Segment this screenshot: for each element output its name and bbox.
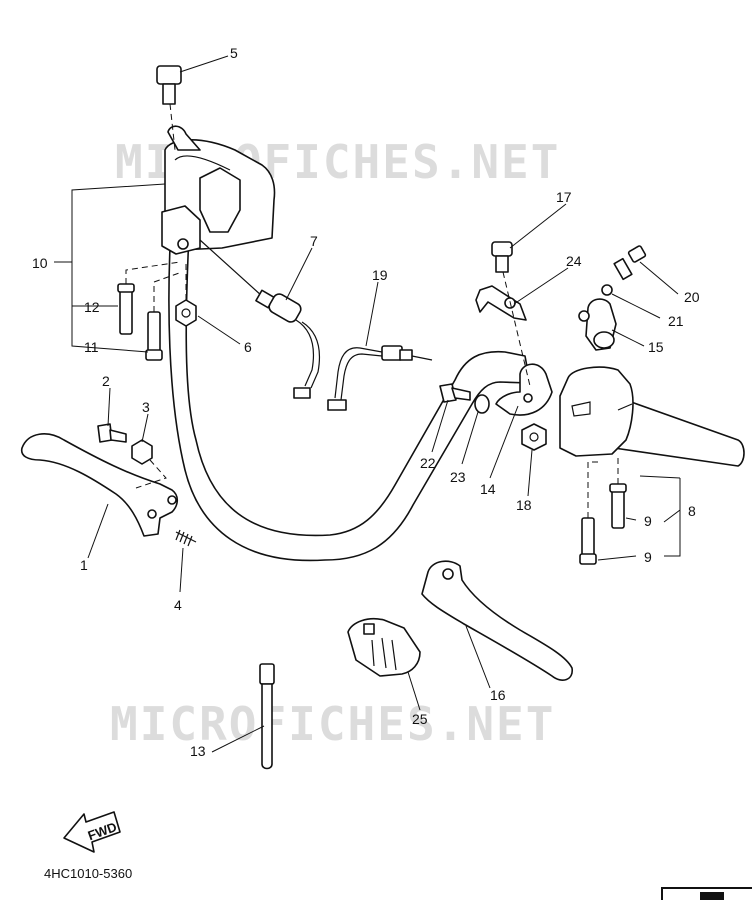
callout-24: 24 xyxy=(566,253,582,269)
callout-17: 17 xyxy=(556,189,572,205)
callout-5: 5 xyxy=(230,45,238,61)
bolt-20 xyxy=(613,245,647,281)
callout-12: 12 xyxy=(84,299,100,315)
brake-switch-7 xyxy=(199,239,321,399)
clutch-lever-16 xyxy=(421,560,573,681)
callout-4: 4 xyxy=(174,597,182,613)
nut-3 xyxy=(131,439,153,465)
callout-14: 14 xyxy=(480,481,496,497)
nut-6 xyxy=(175,260,197,327)
callout-9-upper: 9 xyxy=(644,513,652,529)
callout-23: 23 xyxy=(450,469,466,485)
clip-24 xyxy=(475,285,527,321)
diagram-code: 4HC1010-5360 xyxy=(44,866,132,881)
bolt-2 xyxy=(97,423,127,443)
callout-19: 19 xyxy=(372,267,388,283)
callout-15: 15 xyxy=(648,339,664,355)
bracket-14 xyxy=(495,363,553,416)
callout-20: 20 xyxy=(684,289,700,305)
handlebar-switch-8 xyxy=(559,366,634,457)
callout-1: 1 xyxy=(80,557,88,573)
callout-8: 8 xyxy=(688,503,696,519)
bolt-12 xyxy=(117,283,135,335)
callout-3: 3 xyxy=(142,399,150,415)
bolt-17 xyxy=(491,241,513,273)
leader-lines xyxy=(54,55,681,753)
bolt-11 xyxy=(145,311,163,361)
master-cylinder xyxy=(161,125,276,255)
bolt-22 xyxy=(439,383,471,403)
cable-tie-13 xyxy=(259,663,275,770)
spring-4 xyxy=(175,529,197,547)
fwd-arrow-icon: FWD xyxy=(63,811,121,853)
callout-11: 11 xyxy=(84,339,99,355)
bolt-5 xyxy=(156,65,182,151)
screw-9-upper xyxy=(609,483,627,529)
switch-25 xyxy=(347,617,421,677)
washer-23 xyxy=(474,394,490,414)
callout-18: 18 xyxy=(516,497,532,513)
callout-9-lower: 9 xyxy=(644,549,652,565)
watermark-bottom: MICROFICHES.NET xyxy=(110,697,555,751)
callouts: 5 2 3 4 1 6 7 19 17 24 20 21 15 22 23 14… xyxy=(32,45,700,759)
nut-18 xyxy=(521,423,547,451)
screw-9-lower xyxy=(579,517,597,565)
callout-13: 13 xyxy=(190,743,206,759)
callout-7: 7 xyxy=(310,233,318,249)
callout-2: 2 xyxy=(102,373,110,389)
corner-block xyxy=(700,892,724,900)
clutch-switch-19 xyxy=(327,345,433,411)
callout-21: 21 xyxy=(668,313,684,329)
callout-22: 22 xyxy=(420,455,436,471)
washer-21 xyxy=(601,284,613,296)
callout-6: 6 xyxy=(244,339,252,355)
bracket-15 xyxy=(578,298,617,351)
brake-lever-1 xyxy=(20,433,179,537)
callout-10: 10 xyxy=(32,255,48,271)
handlebar xyxy=(168,209,745,562)
callout-16: 16 xyxy=(490,687,506,703)
corner-mark xyxy=(661,887,752,900)
callout-25: 25 xyxy=(412,711,428,727)
